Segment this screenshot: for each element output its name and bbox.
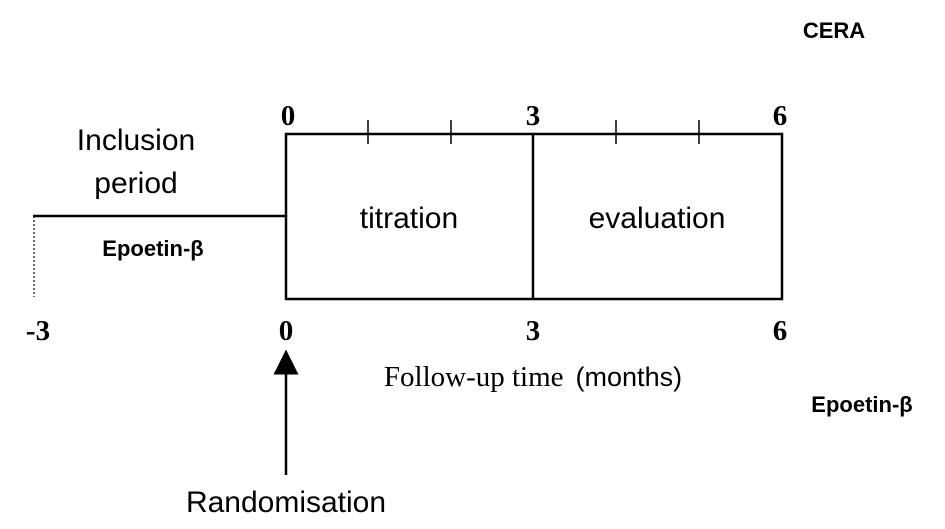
follow-up-axis-label-part2: (months) (576, 362, 683, 392)
bottom-tick-label-6: 6 (773, 315, 788, 347)
top-tick-label-0: 0 (281, 100, 296, 132)
randomisation-label: Randomisation (186, 486, 386, 519)
bottom-tick-label-minus3: -3 (26, 315, 50, 347)
inclusion-drug-label: Epoetin-β (102, 236, 203, 261)
evaluation-label: evaluation (589, 202, 726, 235)
top-tick-label-3: 3 (526, 100, 541, 132)
bottom-tick-label-0: 0 (279, 315, 294, 347)
follow-up-axis-label-part1: Follow-up time (384, 361, 564, 393)
top-tick-label-6: 6 (773, 100, 788, 132)
inclusion-label-line2: period (94, 167, 177, 200)
bottom-tick-label-3: 3 (526, 315, 541, 347)
cera-arm-label: CERA (803, 18, 865, 43)
inclusion-label-line1: Inclusion (77, 124, 195, 157)
follow-up-axis-label: Follow-up time (months) (384, 361, 682, 393)
titration-label: titration (360, 202, 458, 235)
epoetin-arm-label: Epoetin-β (811, 392, 912, 417)
